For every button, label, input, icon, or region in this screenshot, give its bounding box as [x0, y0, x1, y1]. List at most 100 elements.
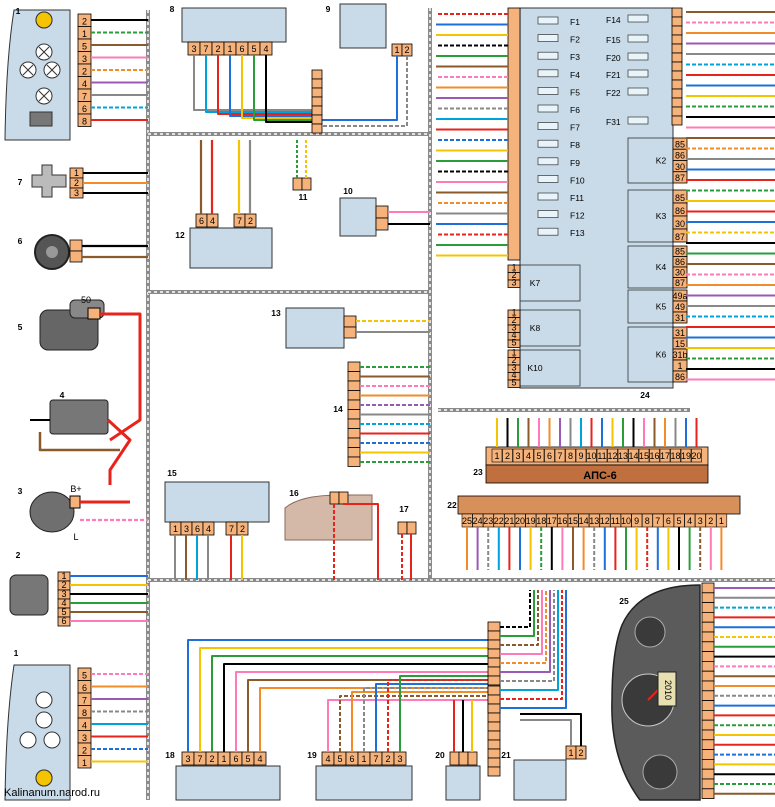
c8-pin-label: 6	[239, 44, 244, 54]
c12b-pin-label: 7	[237, 216, 242, 226]
mid-harness-wire	[500, 590, 539, 646]
c16-wire	[343, 503, 379, 580]
relay-left-pins-pin-label: 2	[511, 355, 516, 365]
aps-pin-label: 1	[494, 451, 499, 461]
component-number-14: 14	[333, 404, 343, 414]
c18-wire	[223, 663, 490, 752]
harness-8-9-connector-pin	[311, 69, 323, 80]
relay-12	[189, 227, 273, 269]
mid-harness-wire	[500, 590, 559, 691]
ecu-pin-label: 15	[568, 516, 578, 526]
component-number-23: 23	[473, 467, 483, 477]
fuse-label: F9	[570, 158, 580, 168]
component-number-12: 12	[175, 230, 185, 240]
ecu-pin-label: 6	[666, 516, 671, 526]
component-number-13: 13	[271, 308, 281, 318]
aps-pin-label: 2	[505, 451, 510, 461]
c19-wire	[351, 691, 490, 752]
relay-left-pins-pin-label: 3	[511, 363, 516, 373]
instrument-cluster-25	[611, 584, 701, 801]
c19-wire	[399, 675, 490, 752]
fuse-label: F21	[606, 70, 621, 80]
component-number-18: 18	[165, 750, 175, 760]
c2-pin-label: 6	[61, 616, 66, 626]
c1-top-pin-label: 7	[82, 92, 87, 102]
harness-low-connector-pin	[487, 694, 501, 705]
aps-pin-label: 16	[649, 451, 659, 461]
relay-pins-pin	[672, 171, 688, 184]
c15b-pin-label: 2	[240, 524, 245, 534]
fuel-gauge-icon	[642, 754, 678, 790]
c19-pin-label: 5	[337, 754, 342, 764]
component-number-2: 2	[16, 550, 21, 560]
fuse	[627, 52, 649, 61]
c1-top-pin-label: 5	[82, 42, 87, 52]
c25-pin	[701, 719, 715, 731]
c1-bot-pin-label: 1	[82, 758, 87, 768]
fusebox-right-pin	[671, 7, 683, 18]
c21-pin-label: 1	[568, 748, 573, 758]
c14-pin	[347, 447, 361, 458]
relay-pins-pin-label: 85	[675, 247, 685, 257]
fuse-label: F22	[606, 88, 621, 98]
aps-pin-label: 3	[515, 451, 520, 461]
aps-pin-label: 20	[691, 451, 701, 461]
c7-pin-label: 3	[74, 188, 79, 198]
aps-body	[485, 464, 709, 484]
wiper-motor-icon	[9, 574, 49, 616]
fuse-label: F8	[570, 140, 580, 150]
horn-center-icon	[46, 246, 58, 258]
ecu-pin-label: 25	[462, 516, 472, 526]
relay-left-pins-pin-label: 3	[511, 278, 516, 288]
fuse-label: F2	[570, 35, 580, 45]
headlamp-top	[4, 9, 71, 141]
ecu-pin-label: 18	[536, 516, 546, 526]
c14-pin	[347, 361, 361, 372]
fusebox-right-pin	[671, 97, 683, 108]
c1-top-pin-label: 3	[82, 54, 87, 64]
fuse	[627, 116, 649, 125]
c2-pin-label: 3	[61, 589, 66, 599]
relay-pins-pin-label: 85	[675, 193, 685, 203]
fuse	[537, 192, 559, 201]
component-number-25: 25	[619, 596, 629, 606]
c8-pin-label: 5	[251, 44, 256, 54]
c11-pin	[301, 177, 312, 191]
c19-wire	[375, 683, 490, 752]
gauge-small-icon	[634, 616, 666, 648]
c25-pin	[701, 759, 715, 770]
fuse-label: F6	[570, 105, 580, 115]
c8-wire	[205, 55, 312, 113]
relay-left-pins-pin-label: 2	[511, 270, 516, 280]
indicator-lamp-icon	[35, 11, 53, 29]
c1-top-pin-label: 2	[82, 67, 87, 77]
fusebox-left-connector	[507, 7, 521, 261]
c18-wire	[187, 639, 490, 752]
mid-harness-wire	[500, 590, 531, 628]
component-number-15: 15	[167, 468, 177, 478]
switch-15	[164, 481, 270, 523]
ecu-pin-label: 19	[526, 516, 536, 526]
ecu-pin-label: 4	[687, 516, 692, 526]
relay-pins-pin-label: 87	[675, 173, 685, 183]
relay-pins-pin-label: 86	[675, 372, 685, 382]
headlamp-bottom	[4, 664, 71, 801]
aps-pin-label: 13	[618, 451, 628, 461]
lamp-cross-icon	[38, 46, 50, 58]
c10-pin	[375, 217, 389, 231]
harness-mid-connector-pin	[487, 621, 501, 632]
watermark: Kalinanum.narod.ru	[4, 787, 101, 799]
relay-pins-pin-label: 30	[675, 268, 685, 278]
harness-low-connector-pin	[487, 730, 501, 741]
harness-low-connector-pin	[487, 685, 501, 696]
c13-pin	[343, 315, 357, 328]
relay-left-pins-pin-label: 5	[511, 338, 516, 348]
lamp-cross-icon	[46, 64, 58, 76]
component-number-1: 1	[16, 6, 21, 16]
harness-mid-connector-pin	[487, 648, 501, 659]
c18-wire	[211, 655, 490, 752]
aps-label: АПС-6	[583, 470, 616, 482]
component-number-16: 16	[289, 488, 299, 498]
fuse-label: F15	[606, 35, 621, 45]
relay-pins-pin-label: 31	[675, 328, 685, 338]
